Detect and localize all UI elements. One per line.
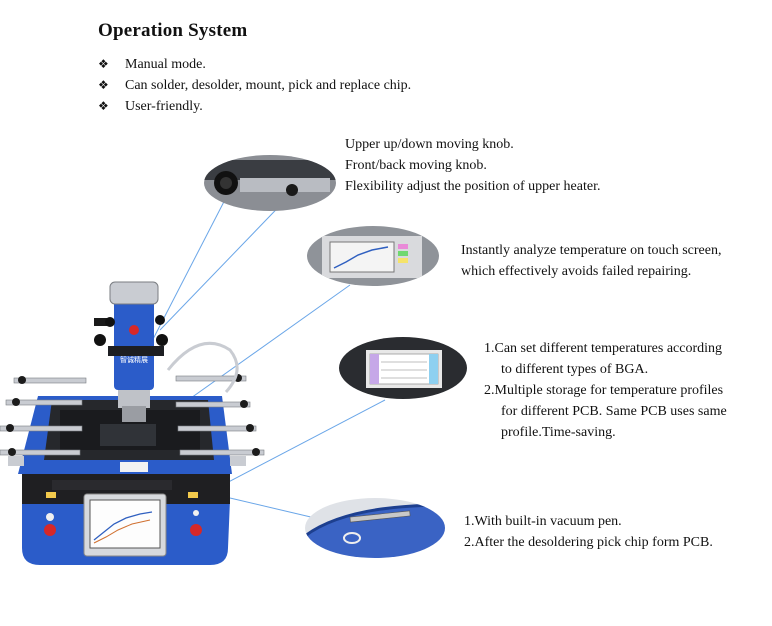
callout-line: for different PCB. Same PCB uses same	[501, 404, 727, 419]
machine-brand-label: 智诚精展	[120, 355, 148, 364]
page-title: Operation System	[98, 20, 248, 41]
rework-station-machine: 智诚精展	[0, 281, 265, 565]
callout-line: Multiple storage for temperature profile…	[494, 383, 724, 398]
diamond-bullet-icon: ❖	[98, 99, 109, 113]
leader-line-knob-2	[159, 189, 296, 331]
diamond-bullet-icon: ❖	[98, 78, 109, 92]
callout-touch-screen: Instantly analyze temperature on touch s…	[461, 240, 721, 282]
callout-line: Can set different temperatures according	[494, 341, 723, 356]
list-item: ❖Can solder, desolder, mount, pick and r…	[98, 75, 411, 96]
temperature-detail-oval	[339, 337, 467, 399]
leader-line-vacuum	[229, 497, 316, 519]
callout-line: Front/back moving knob.	[345, 158, 487, 173]
list-item: ❖Manual mode.	[98, 54, 411, 75]
callout-item-2: 2.Multiple storage for temperature profi…	[484, 380, 727, 401]
callout-line: Flexibility adjust the position of upper…	[345, 179, 601, 194]
callout-line: to different types of BGA.	[501, 362, 649, 377]
callout-vacuum-pen: 1.With built-in vacuum pen. 2.After the …	[464, 511, 713, 553]
callout-knobs: Upper up/down moving knob. Front/back mo…	[345, 134, 600, 197]
callout-line: 2.After the desoldering pick chip form P…	[464, 535, 713, 550]
callout-line: 1.With built-in vacuum pen.	[464, 514, 622, 529]
touch-screen-detail-oval	[307, 226, 439, 286]
callout-item-1: 1.Can set different temperatures accordi…	[484, 338, 727, 359]
callout-line: Upper up/down moving knob.	[345, 137, 514, 152]
callout-line: Instantly analyze temperature on touch s…	[461, 243, 722, 258]
diamond-bullet-icon: ❖	[98, 57, 109, 71]
item-number: 2.	[484, 383, 495, 398]
callout-line: profile.Time-saving.	[501, 425, 616, 440]
feature-list: ❖Manual mode. ❖Can solder, desolder, mou…	[98, 54, 411, 117]
item-number: 1.	[484, 341, 495, 356]
callout-temperature: 1.Can set different temperatures accordi…	[484, 338, 727, 443]
callout-line: which effectively avoids failed repairin…	[461, 264, 692, 279]
list-item: ❖User-friendly.	[98, 96, 411, 117]
vacuum-pen-detail-oval	[305, 498, 445, 558]
knob-detail-oval	[204, 155, 336, 211]
